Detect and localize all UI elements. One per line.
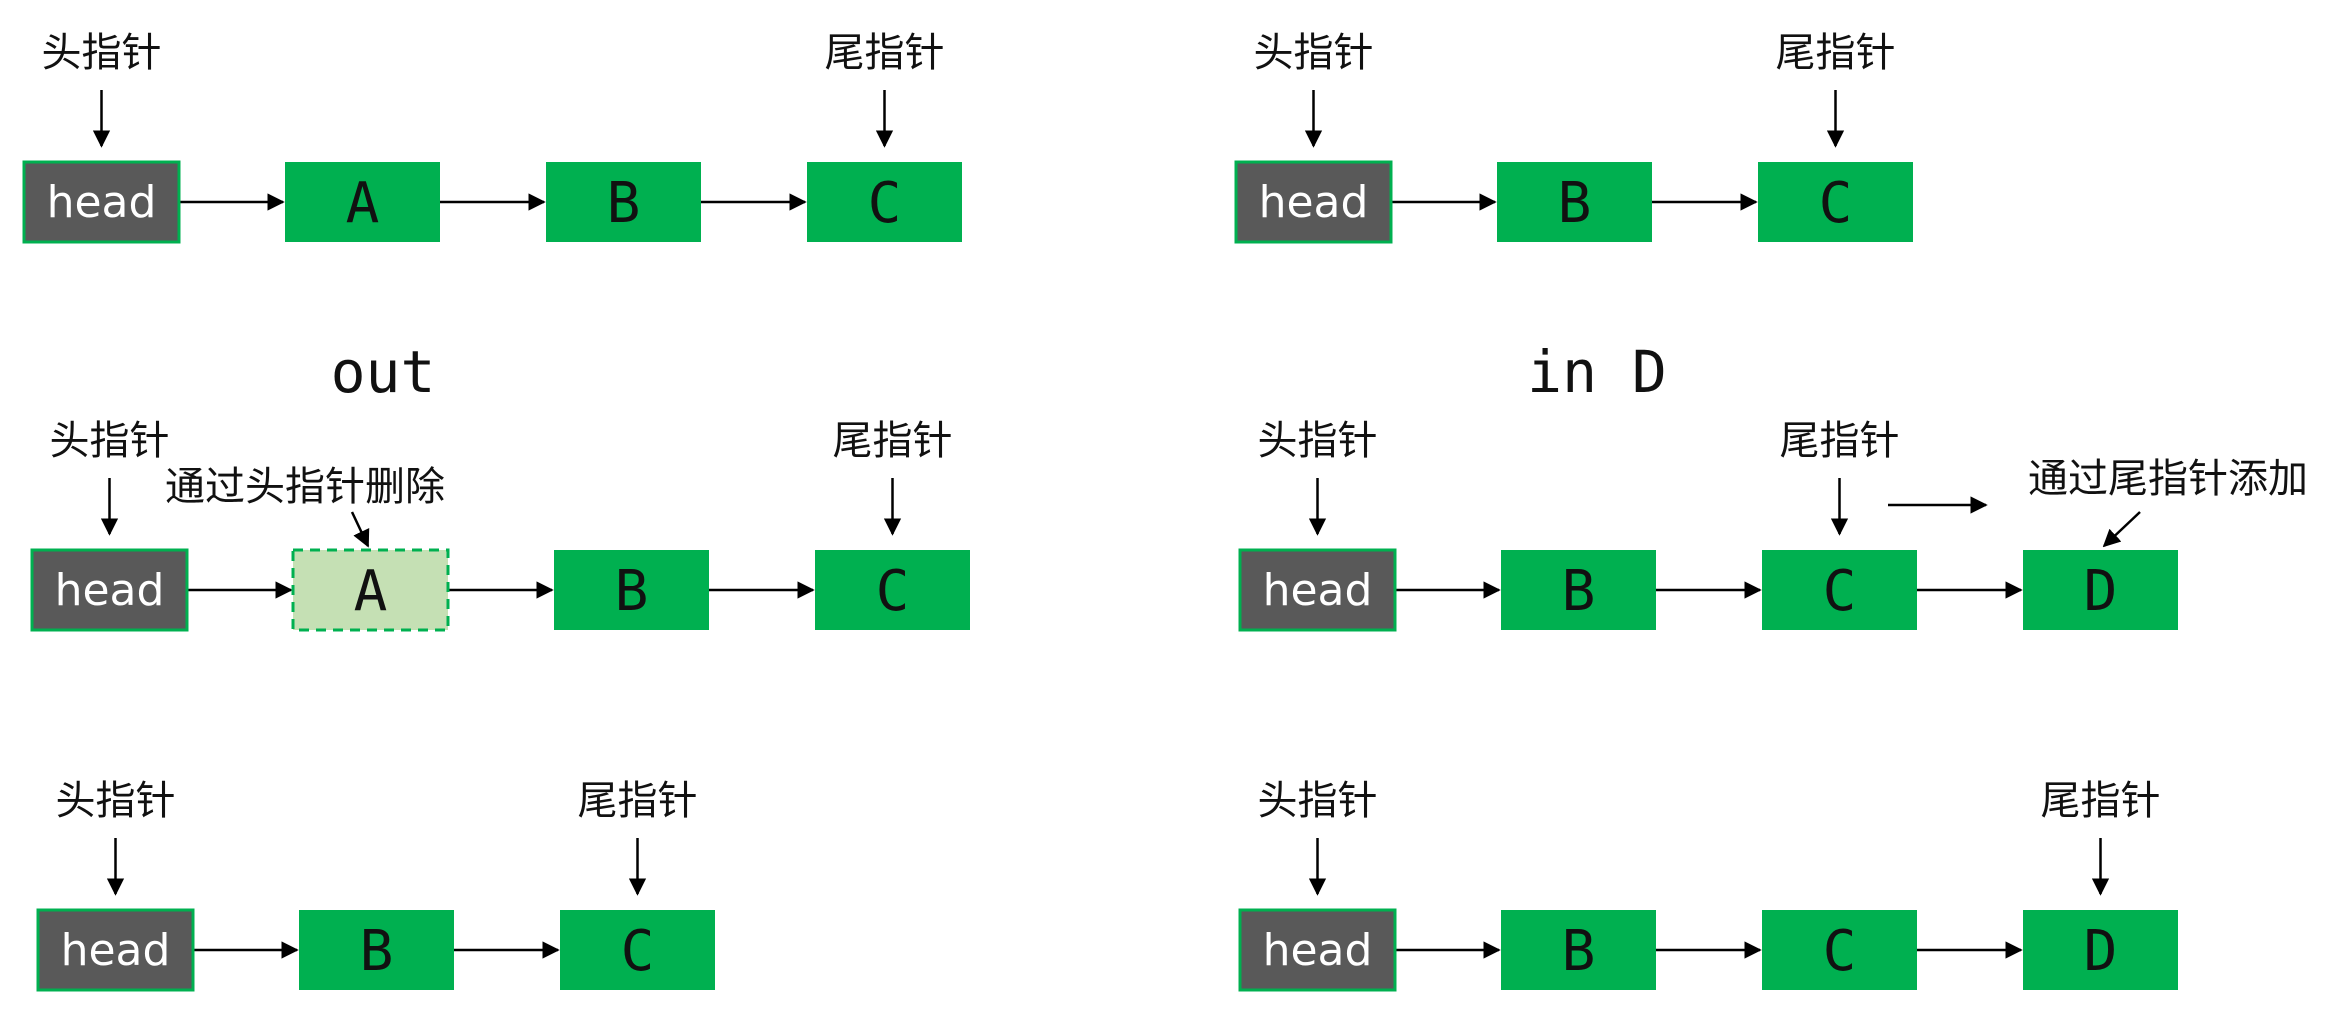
node-d xyxy=(2023,910,2178,990)
head-node-label: head xyxy=(61,925,171,976)
head-pointer-label: 头指针 xyxy=(50,418,170,464)
head-pointer-label: 头指针 xyxy=(1254,30,1374,76)
head-node-label: head xyxy=(1263,925,1373,976)
node-label: C xyxy=(1823,559,1857,624)
node-a xyxy=(285,162,440,242)
head-node-label: head xyxy=(1259,177,1369,228)
head-node xyxy=(1234,160,1393,244)
delete-via-head-annotation: 通过头指针删除 xyxy=(165,464,445,510)
deleted-node-a xyxy=(291,548,450,632)
tail-pointer-label: 尾指针 xyxy=(825,30,945,76)
head-node xyxy=(30,548,189,632)
node-label: B xyxy=(1558,171,1592,236)
node-c xyxy=(1762,550,1917,630)
tail-pointer-label: 尾指针 xyxy=(578,778,698,824)
node-c xyxy=(1762,910,1917,990)
node-label: B xyxy=(607,171,641,236)
head-pointer-label: 头指针 xyxy=(1258,418,1378,464)
add-via-tail-annotation: 通过尾指针添加 xyxy=(2028,456,2308,502)
tail-pointer-label: 尾指针 xyxy=(833,418,953,464)
node-d xyxy=(2023,550,2178,630)
tail-pointer-label: 尾指针 xyxy=(2041,778,2161,824)
node-b xyxy=(1501,910,1656,990)
node-c xyxy=(1758,162,1913,242)
node-label: C xyxy=(621,919,655,984)
node-label: B xyxy=(1562,919,1596,984)
node-label: B xyxy=(360,919,394,984)
tail-pointer-label: 尾指针 xyxy=(1776,30,1896,76)
node-label: B xyxy=(615,559,649,624)
dequeue-operation-label: out xyxy=(331,338,436,406)
head-node xyxy=(22,160,181,244)
node-label: C xyxy=(1823,919,1857,984)
head-node xyxy=(36,908,195,992)
add-annotation-arrow xyxy=(2102,511,2141,548)
node-b xyxy=(554,550,709,630)
node-b xyxy=(546,162,701,242)
head-pointer-label: 头指针 xyxy=(56,778,176,824)
head-pointer-label: 头指针 xyxy=(42,30,162,76)
head-node-label: head xyxy=(55,565,165,616)
node-c xyxy=(807,162,962,242)
node-label: A xyxy=(354,559,388,624)
head-pointer-label: 头指针 xyxy=(1258,778,1378,824)
node-c xyxy=(815,550,970,630)
node-label: C xyxy=(868,171,902,236)
node-label: C xyxy=(876,559,910,624)
node-b xyxy=(299,910,454,990)
head-node xyxy=(1238,548,1397,632)
delete-annotation-arrow xyxy=(350,511,370,548)
node-c xyxy=(560,910,715,990)
node-b xyxy=(1497,162,1652,242)
node-b xyxy=(1501,550,1656,630)
head-node-label: head xyxy=(47,177,157,228)
node-label: B xyxy=(1562,559,1596,624)
node-label: C xyxy=(1819,171,1853,236)
head-node xyxy=(1238,908,1397,992)
node-label: A xyxy=(346,171,380,236)
enqueue-operation-label: in D xyxy=(1527,338,1667,406)
head-node-label: head xyxy=(1263,565,1373,616)
node-label: D xyxy=(2084,559,2118,624)
node-label: D xyxy=(2084,919,2118,984)
tail-pointer-label: 尾指针 xyxy=(1780,418,1900,464)
